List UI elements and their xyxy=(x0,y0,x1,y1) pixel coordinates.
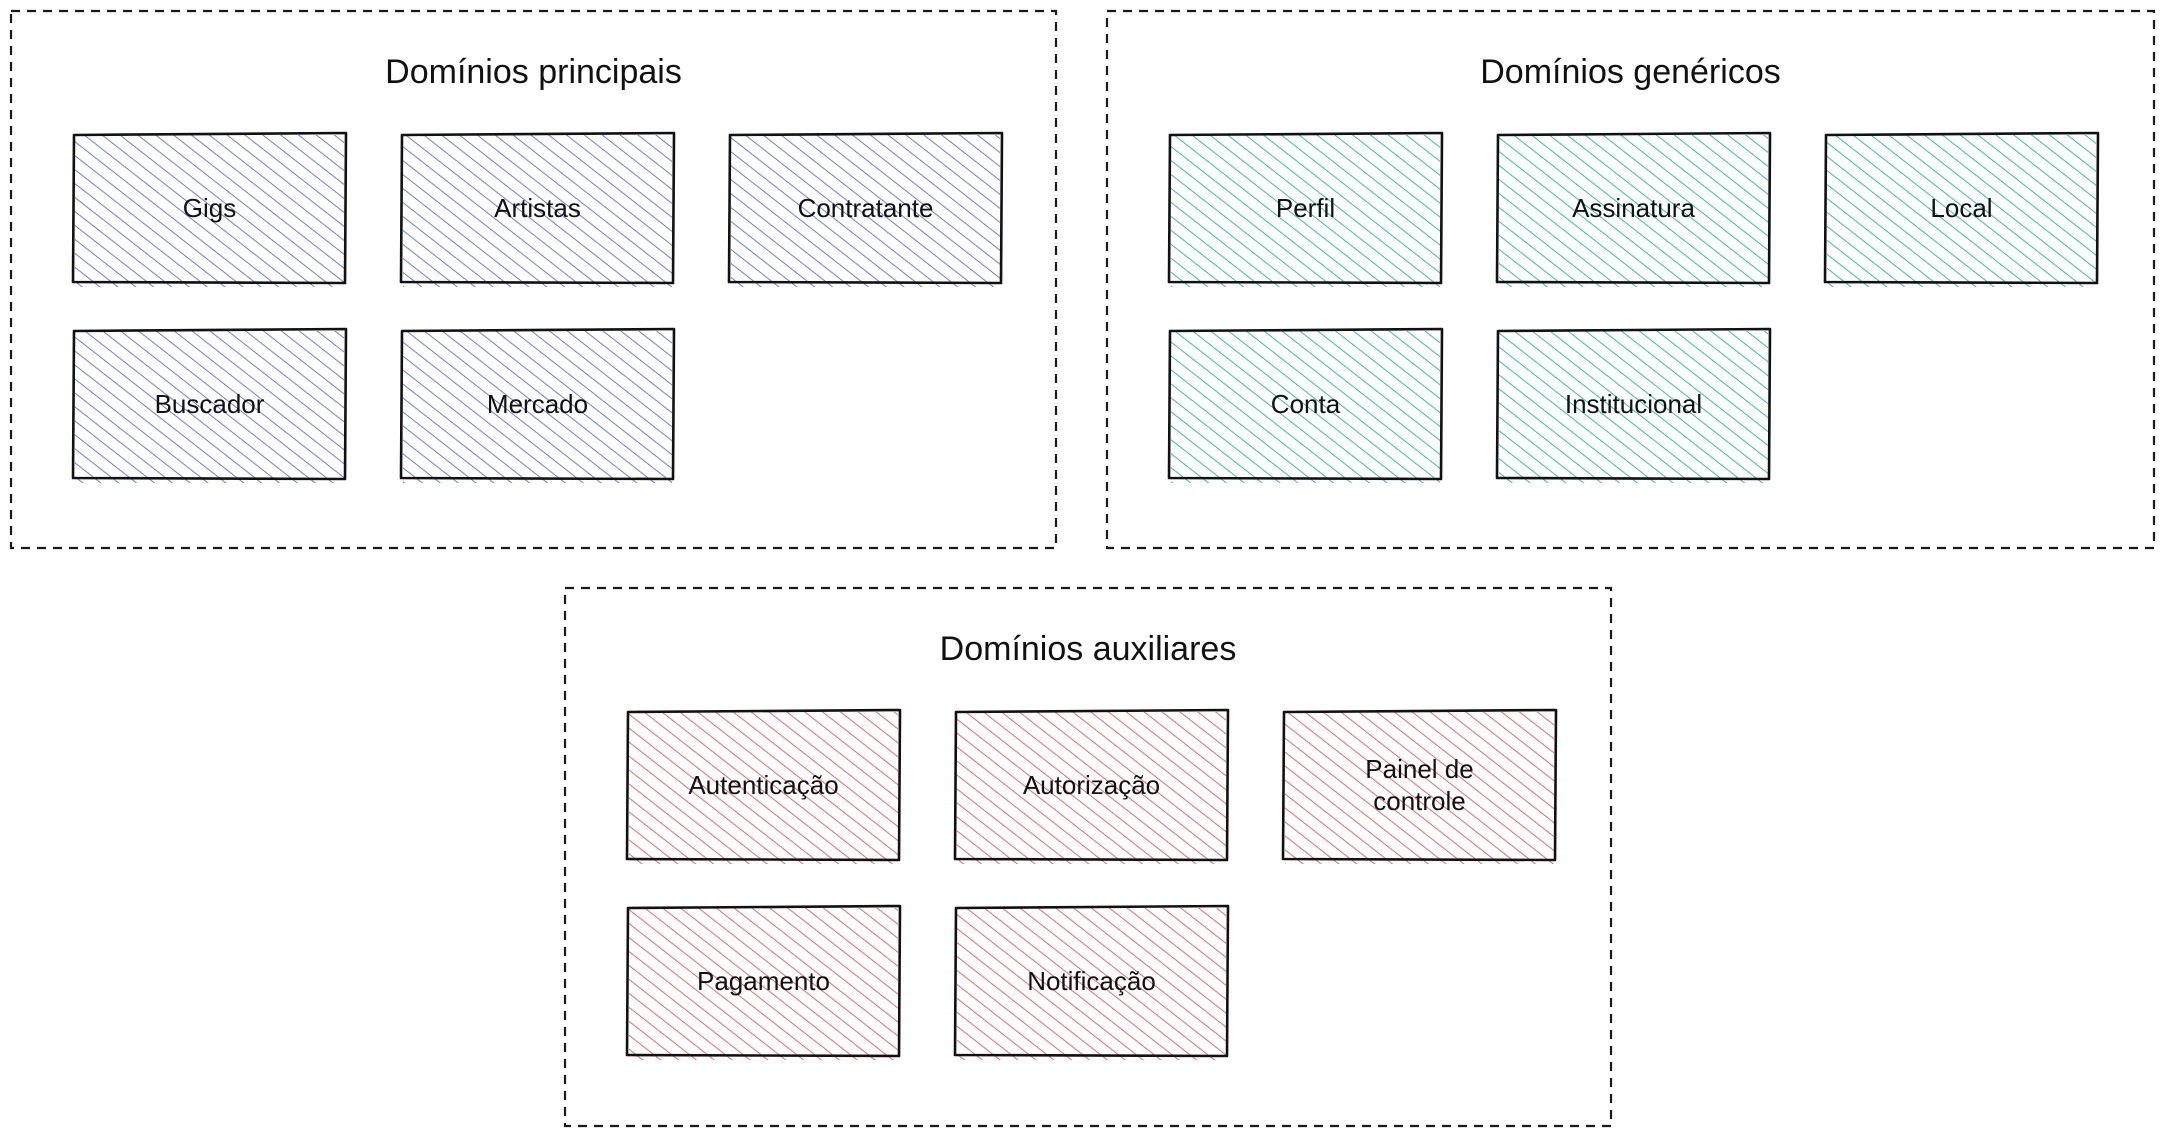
group-title-principais: Domínios principais xyxy=(385,53,682,91)
box-hatch-fill xyxy=(957,712,1226,864)
box-label: Autorização xyxy=(1023,770,1160,800)
box-label-line: Local xyxy=(1930,193,1992,223)
box-label: Buscador xyxy=(155,389,265,419)
domain-box-principais-2[interactable]: Contratante xyxy=(727,131,1004,287)
box-hatch-fill xyxy=(731,135,1000,287)
group-frame-genericos xyxy=(1105,9,2156,550)
box-hatch-fill xyxy=(629,712,898,864)
domain-box-genericos-2[interactable]: Local xyxy=(1823,131,2100,287)
box-hatch-fill xyxy=(403,331,672,483)
box-label-line: Artistas xyxy=(494,193,581,223)
domain-box-genericos-4[interactable]: Institucional xyxy=(1495,327,1772,483)
domain-box-genericos-1[interactable]: Assinatura xyxy=(1495,131,1772,287)
box-label: Artistas xyxy=(494,193,581,223)
domain-box-principais-3[interactable]: Buscador xyxy=(71,327,348,483)
box-border xyxy=(953,708,1230,862)
group-frame-auxiliares xyxy=(563,586,1613,1128)
box-label-line: controle xyxy=(1373,786,1466,816)
box-border xyxy=(953,904,1230,1058)
box-label: Assinatura xyxy=(1572,193,1695,223)
box-hatch-fill xyxy=(1285,712,1554,864)
box-label-line: Contratante xyxy=(798,193,934,223)
box-border xyxy=(71,131,348,285)
domain-box-genericos-0[interactable]: Perfil xyxy=(1167,131,1444,287)
box-label-line: Institucional xyxy=(1565,389,1702,419)
group-title-auxiliares: Domínios auxiliares xyxy=(940,630,1237,668)
box-label: Contratante xyxy=(798,193,934,223)
domain-box-principais-1[interactable]: Artistas xyxy=(399,131,676,287)
box-label-line: Autenticação xyxy=(688,770,838,800)
domain-box-genericos-3[interactable]: Conta xyxy=(1167,327,1444,483)
box-label-line: Buscador xyxy=(155,389,265,419)
box-border xyxy=(71,327,348,481)
box-label: Pagamento xyxy=(697,966,830,996)
box-border xyxy=(1495,327,1772,481)
box-label-line: Painel de xyxy=(1365,754,1473,784)
box-border xyxy=(1167,327,1444,481)
domain-box-principais-0[interactable]: Gigs xyxy=(71,131,348,287)
box-border xyxy=(727,131,1004,285)
box-border xyxy=(625,904,902,1058)
box-label: Autenticação xyxy=(688,770,838,800)
domain-box-auxiliares-0[interactable]: Autenticação xyxy=(625,708,902,864)
box-hatch-fill xyxy=(75,331,344,483)
domain-box-principais-4[interactable]: Mercado xyxy=(399,327,676,483)
box-border xyxy=(1281,708,1558,862)
box-label: Perfil xyxy=(1276,193,1335,223)
box-label: Local xyxy=(1930,193,1992,223)
box-label: Gigs xyxy=(183,193,236,223)
box-label-line: Mercado xyxy=(487,389,588,419)
domain-box-auxiliares-3[interactable]: Pagamento xyxy=(625,904,902,1060)
group-title-genericos: Domínios genéricos xyxy=(1480,53,1780,91)
domain-box-auxiliares-1[interactable]: Autorização xyxy=(953,708,1230,864)
box-label-line: Pagamento xyxy=(697,966,830,996)
box-hatch-fill xyxy=(75,135,344,287)
box-label-line: Gigs xyxy=(183,193,236,223)
box-hatch-fill xyxy=(1827,135,2096,287)
box-label-line: Perfil xyxy=(1276,193,1335,223)
box-label: Conta xyxy=(1271,389,1341,419)
box-border xyxy=(1495,131,1772,285)
box-hatch-fill xyxy=(403,135,672,287)
box-hatch-fill xyxy=(1171,135,1440,287)
box-label: Notificação xyxy=(1027,966,1156,996)
box-label: Institucional xyxy=(1565,389,1702,419)
box-hatch-fill xyxy=(1171,331,1440,483)
box-hatch-fill xyxy=(957,908,1226,1060)
group-frame-principais xyxy=(9,9,1058,550)
box-label-line: Autorização xyxy=(1023,770,1160,800)
box-hatch-fill xyxy=(1499,331,1768,483)
box-label: Mercado xyxy=(487,389,588,419)
box-border xyxy=(1167,131,1444,285)
box-label-line: Conta xyxy=(1271,389,1341,419)
box-hatch-fill xyxy=(1499,135,1768,287)
box-hatch-fill xyxy=(629,908,898,1060)
box-border xyxy=(399,131,676,285)
box-border xyxy=(399,327,676,481)
box-label-line: Notificação xyxy=(1027,966,1156,996)
box-border xyxy=(1823,131,2100,285)
box-label-line: Assinatura xyxy=(1572,193,1695,223)
box-border xyxy=(625,708,902,862)
domain-box-auxiliares-4[interactable]: Notificação xyxy=(953,904,1230,1060)
